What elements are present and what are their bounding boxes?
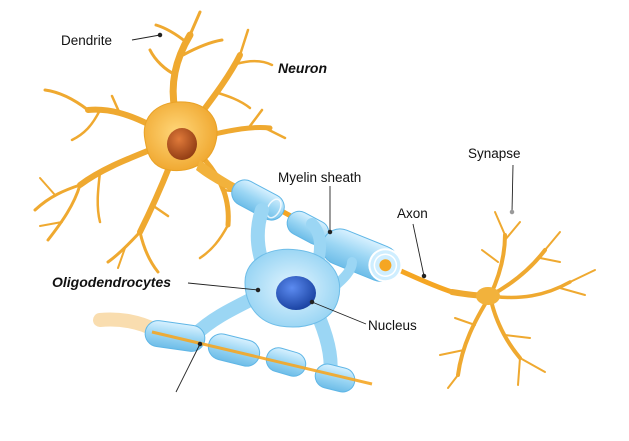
axon-terminal-hub <box>476 287 500 305</box>
label-synapse: Synapse <box>468 146 521 161</box>
label-axon: Axon <box>397 206 428 221</box>
oligodendrocyte-nucleus <box>276 276 316 310</box>
label-myelin-sheath: Myelin sheath <box>278 170 361 185</box>
lower-myelin-segments <box>143 319 372 395</box>
label-oligodendrocytes: Oligodendrocytes <box>52 274 171 290</box>
label-neuron: Neuron <box>278 60 327 76</box>
label-dendrite: Dendrite <box>61 33 112 48</box>
axon-terminal <box>440 212 595 388</box>
neuron-nucleus <box>167 128 197 160</box>
label-nucleus: Nucleus <box>368 318 417 333</box>
